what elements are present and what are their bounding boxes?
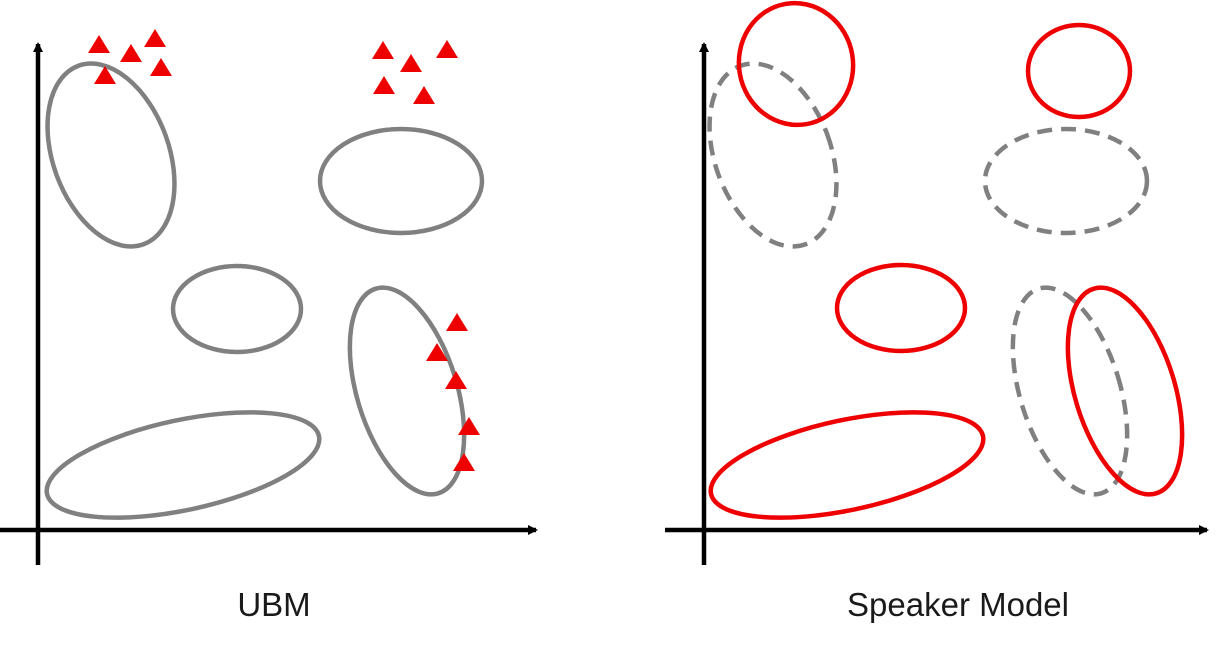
original-component-dashed-1 — [707, 61, 839, 249]
adapted-component-1 — [736, 0, 856, 128]
data-point-triangle — [120, 44, 142, 62]
adapted-component-2 — [1025, 22, 1133, 120]
ubm-component-1 — [45, 61, 177, 249]
speaker-model-panel-caption: Speaker Model — [847, 586, 1069, 623]
original-component-dashed-2 — [982, 126, 1150, 236]
adapted-component-4 — [1065, 285, 1185, 497]
ubm-component-2 — [317, 126, 485, 236]
ubm-component-3 — [170, 263, 304, 355]
data-point-triangle — [445, 371, 467, 389]
data-point-triangle — [373, 76, 395, 94]
data-point-triangle — [400, 54, 422, 72]
ubm-component-4 — [347, 285, 467, 497]
data-point-triangle — [372, 41, 394, 59]
adapted-component-3 — [834, 262, 968, 354]
data-point-triangle — [426, 343, 448, 361]
data-point-triangle — [150, 58, 172, 76]
adapted-component-5 — [708, 410, 986, 520]
data-point-triangle — [458, 417, 480, 435]
original-component-dashed-3 — [1010, 285, 1130, 497]
data-point-triangle — [436, 40, 458, 58]
ubm-panel — [0, 29, 538, 565]
speaker-model-panel — [665, 0, 1209, 565]
ubm-panel-caption: UBM — [237, 586, 311, 623]
data-point-triangle — [446, 313, 468, 331]
data-point-triangle — [94, 66, 116, 84]
data-point-triangle — [413, 86, 435, 104]
data-point-triangle — [144, 29, 166, 47]
data-point-triangle — [453, 453, 475, 471]
data-point-triangle — [88, 35, 110, 53]
ubm-component-5 — [44, 410, 322, 520]
